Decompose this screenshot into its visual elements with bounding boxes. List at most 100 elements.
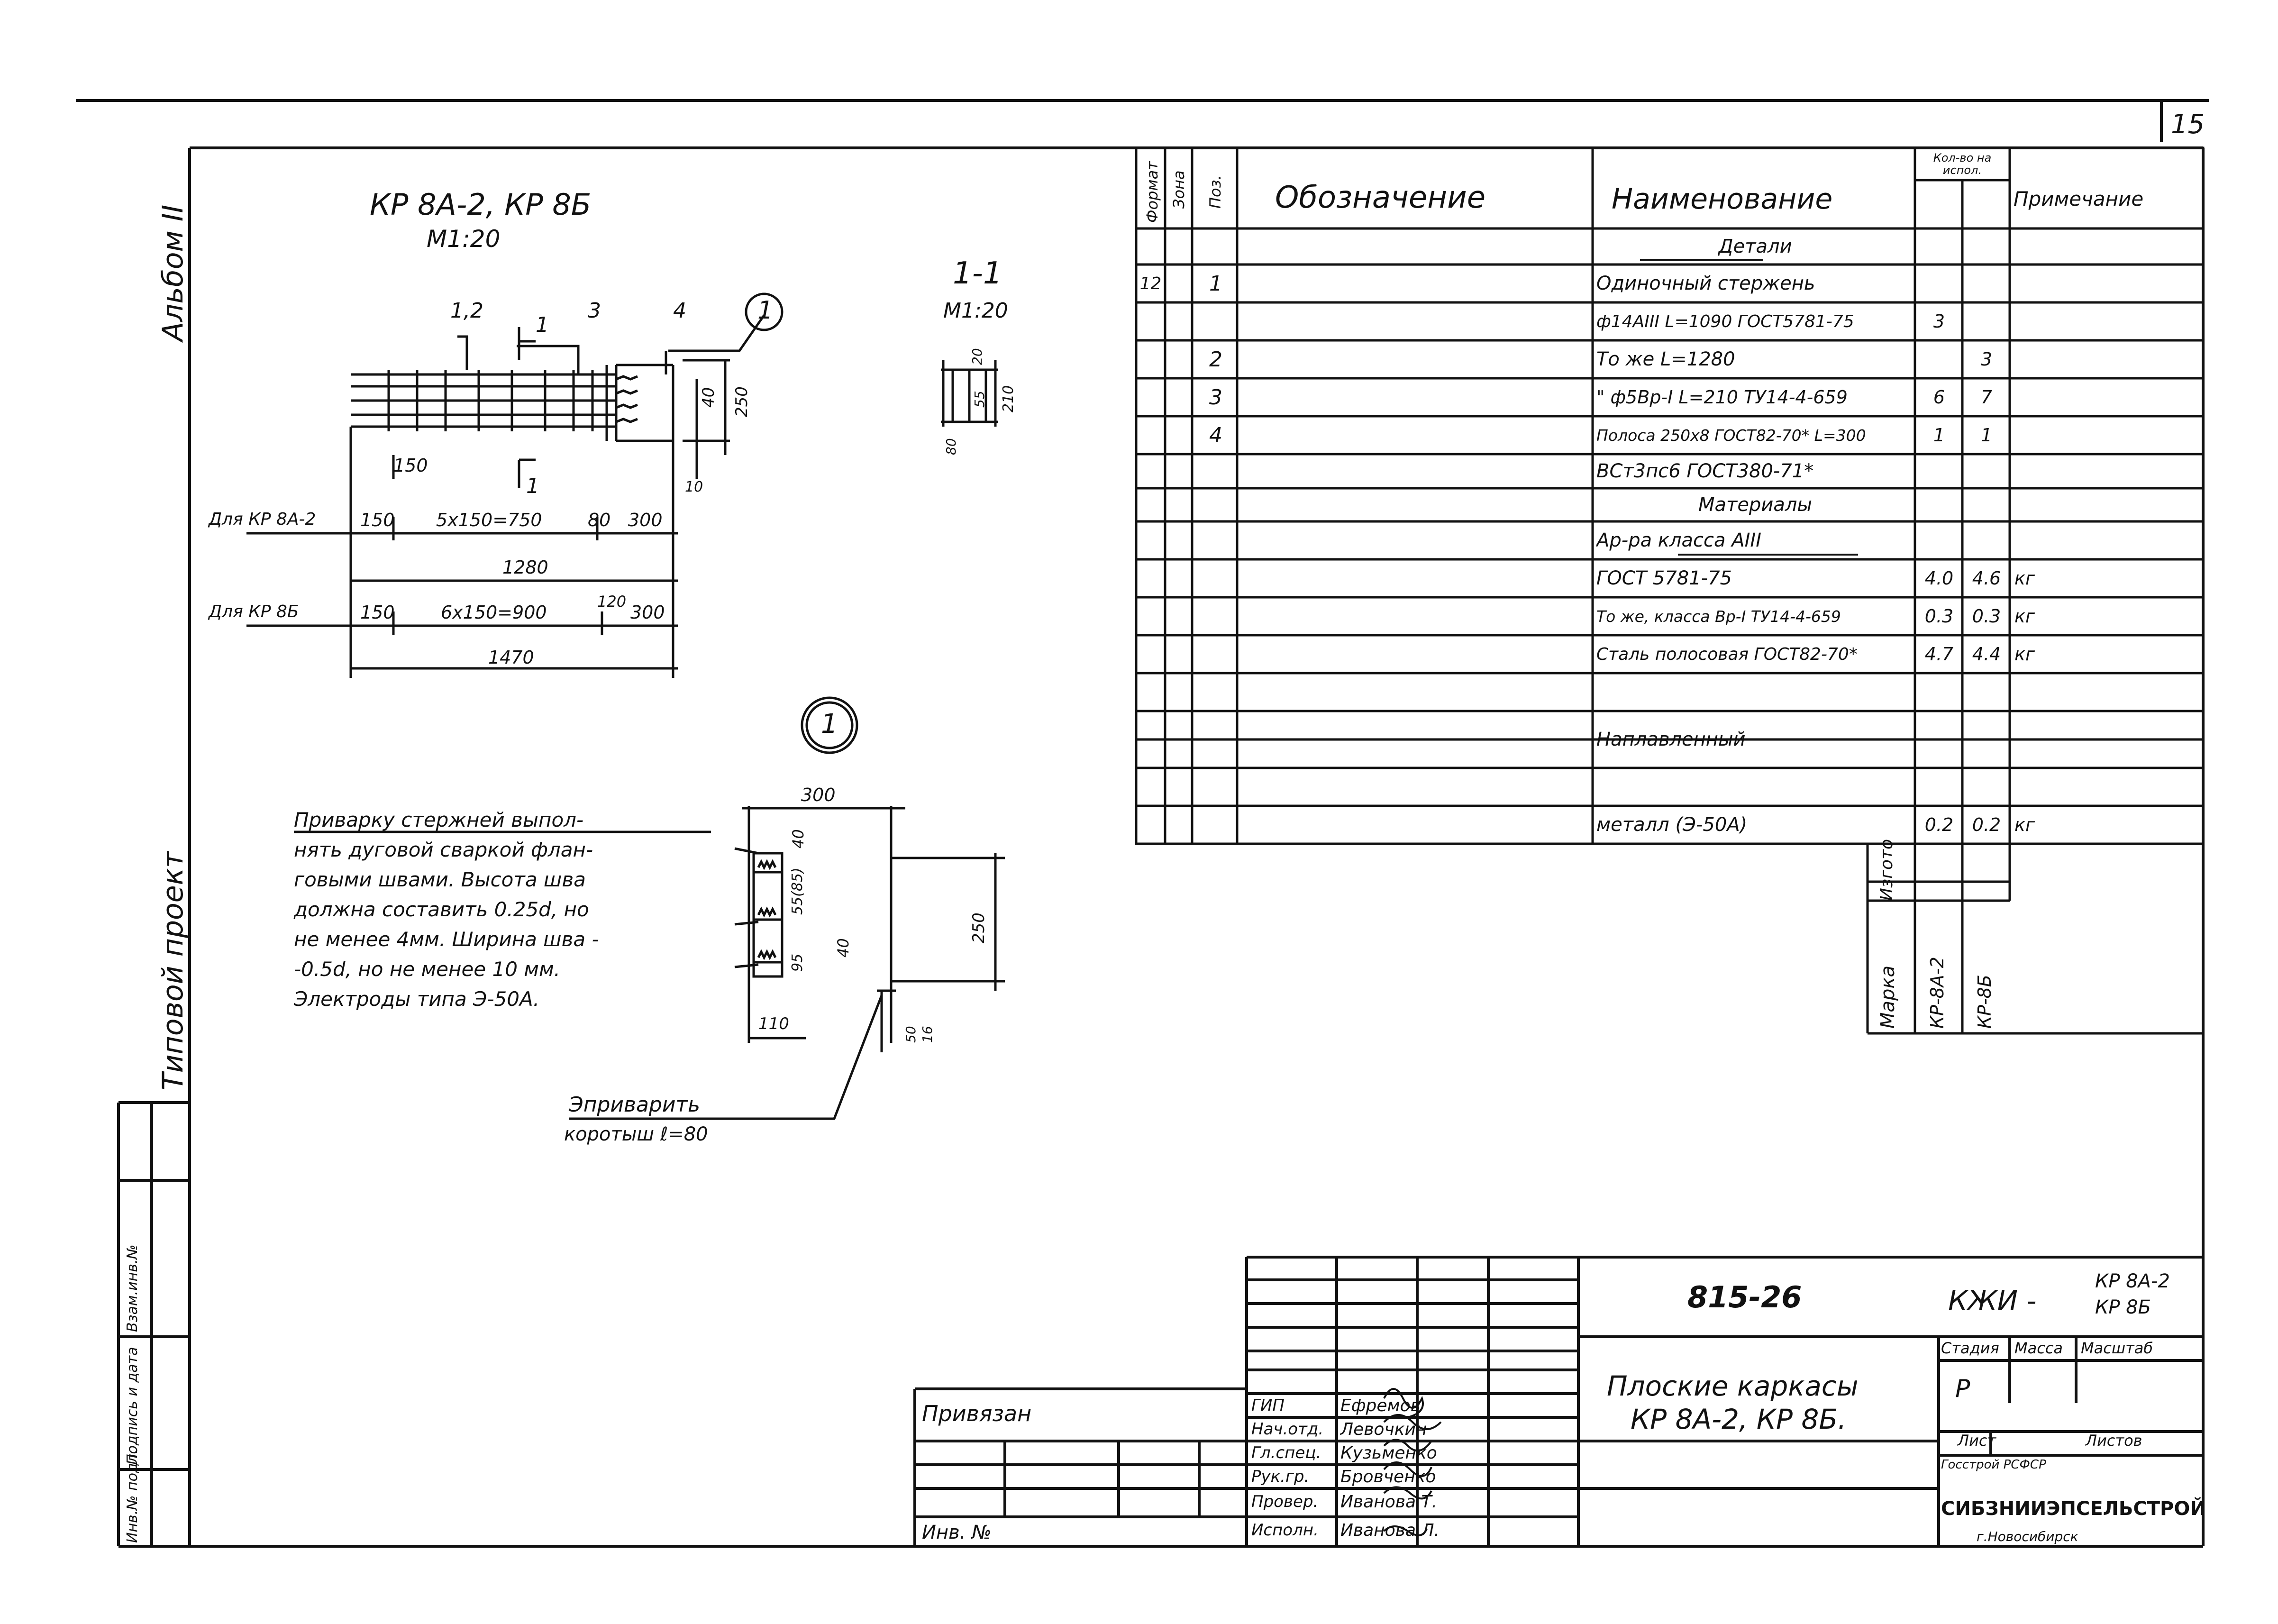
spec-cell-format — [1138, 228, 1164, 265]
org-top: Госстрой РСФСР — [1941, 1458, 2046, 1472]
weld-note-line-7: Электроды типа Э-50А. — [294, 987, 540, 1011]
section-title: 1-1 — [953, 256, 1002, 291]
spec-cell-name — [1596, 673, 1914, 711]
doc-mark-sub-1: КР 8А-2 — [2095, 1270, 2170, 1292]
section-dim-c: 210 — [1000, 385, 1017, 412]
strip-replace-label: Взам.инв.№ — [124, 1244, 141, 1332]
org-city: г.Новосибирск — [1977, 1529, 2078, 1544]
spec-cell-format — [1138, 597, 1164, 635]
spec-cell-qty-2: 1 — [1980, 425, 1993, 446]
row-a-d1: 150 — [360, 510, 395, 530]
spec-cell-name: ВСт3пс6 ГОСТ380-71* — [1596, 460, 1814, 482]
detail-dim-85: 55(85) — [789, 867, 806, 915]
weld-note-line-4: должна составить 0.25d, но — [294, 898, 589, 921]
spec-cell-pos: 1 — [1209, 271, 1222, 296]
spec-cell-qty-1: 4.7 — [1924, 644, 1954, 665]
spec-header-zone: Зона — [1170, 170, 1188, 209]
sheets-label: Листов — [2086, 1432, 2142, 1450]
spec-cell-qty-1 — [1917, 488, 1961, 521]
section-dim-b: 55 — [972, 391, 987, 408]
marka-kr8a2: КР-8А-2 — [1927, 957, 1948, 1029]
spec-cell-note — [2014, 673, 2199, 711]
spec-cell-note: кг — [2014, 814, 2035, 835]
spec-cell-qty-2 — [1964, 488, 2009, 521]
weld-note-line-3: говыми швами. Высота шва — [294, 868, 586, 891]
spec-cell-format — [1138, 559, 1164, 597]
spec-cell-qty-1: 3 — [1933, 311, 1945, 332]
drawing-title: КР 8А-2, КР 8Б — [370, 187, 592, 222]
row-b-total: 1470 — [488, 647, 534, 668]
spec-cell-qty-2: 7 — [1980, 387, 1993, 408]
spec-cell-qty-2 — [1964, 521, 2009, 559]
section-scale: М1:20 — [943, 299, 1008, 323]
row-a-total: 1280 — [502, 557, 548, 578]
spec-cell-qty-1 — [1917, 454, 1961, 488]
drawing-scale: М1:20 — [427, 225, 501, 253]
spec-cell-note — [2014, 302, 2199, 340]
role-1: Нач.отд. — [1251, 1420, 1324, 1439]
spec-cell-note — [2014, 521, 2199, 559]
marka-label: Марка — [1877, 965, 1899, 1029]
detail-circle-label: 1 — [821, 709, 838, 739]
mass-label: Масса — [2014, 1339, 2063, 1357]
weld-callout-line-2: коротыш ℓ=80 — [564, 1123, 708, 1145]
dim-150: 150 — [393, 455, 428, 476]
spec-cell-qty-1: 0.2 — [1924, 814, 1954, 835]
spec-header-format: Формат — [1143, 161, 1161, 223]
row-b-d4: 300 — [630, 602, 665, 623]
spec-cell-pos — [1197, 597, 1235, 635]
spec-cell-name: Одиночный стержень — [1596, 273, 1815, 294]
spec-cell-qty-1: 6 — [1933, 387, 1945, 408]
stage-value: Р — [1955, 1375, 1970, 1403]
spec-cell-pos — [1197, 673, 1235, 711]
spec-cell-format — [1138, 488, 1164, 521]
spec-cell-note — [2014, 488, 2199, 521]
weld-callout-line-1: Эприварить — [569, 1093, 700, 1117]
spec-cell-pos: 2 — [1209, 347, 1222, 372]
privyazan-label: Привязан — [922, 1401, 1032, 1426]
spec-cell-qty-1: 1 — [1933, 425, 1945, 446]
row-a-d2: 5х150=750 — [436, 510, 542, 530]
album-label: Альбом II — [156, 204, 190, 341]
spec-cell-qty-2: 0.2 — [1972, 814, 2001, 835]
doc-title-line-1: Плоские каркасы — [1607, 1370, 1859, 1402]
detail-dim-95: 95 — [789, 953, 806, 972]
marka-kr8b: КР-8Б — [1974, 975, 1995, 1029]
spec-cell-pos — [1197, 806, 1235, 844]
spec-cell-qty-2 — [1964, 228, 2009, 265]
person-1: Левочкин — [1340, 1420, 1427, 1439]
spec-cell-format — [1138, 806, 1164, 844]
spec-cell-pos — [1197, 228, 1235, 265]
weld-note-line-2: нять дуговой сваркой флан- — [294, 838, 593, 861]
doc-mark-sub-2: КР 8Б — [2095, 1296, 2151, 1318]
spec-cell-qty-1 — [1917, 711, 1961, 768]
strip-sign-label: Подпись и дата — [124, 1347, 141, 1465]
detail-dim-110: 110 — [758, 1014, 789, 1033]
spec-cell-qty-2: 4.6 — [1972, 568, 2001, 589]
spec-cell-note: кг — [2014, 644, 2035, 665]
row-b-label: Для КР 8Б — [209, 602, 299, 621]
person-3: Бровченко — [1340, 1467, 1436, 1487]
spec-cell-name: То же, класса Вр-I ТУ14-4-659 — [1596, 607, 1841, 626]
spec-cell-name: ф14АIII L=1090 ГОСТ5781-75 — [1596, 311, 1854, 331]
spec-cell-format — [1138, 711, 1164, 768]
row-a-d4: 300 — [628, 510, 663, 530]
spec-cell-name: Наплавленный — [1596, 729, 1746, 750]
spec-cell-qty-2: 3 — [1980, 349, 1993, 370]
weld-note-line-5: не менее 4мм. Ширина шва - — [294, 928, 599, 951]
callout-pos-1-2: 1,2 — [450, 299, 483, 323]
spec-cell-format — [1138, 521, 1164, 559]
callout-pos-3: 3 — [588, 299, 601, 323]
spec-cell-qty-1 — [1917, 673, 1961, 711]
spec-cell-qty-2: 4.4 — [1972, 644, 2001, 665]
spec-header-designation: Обозначение — [1275, 180, 1486, 215]
section-dim-d: 80 — [943, 438, 959, 455]
role-3: Рук.гр. — [1251, 1467, 1310, 1486]
spec-cell-qty-2 — [1964, 673, 2009, 711]
row-b-d3: 120 — [597, 593, 627, 611]
spec-cell-name: металл (Э-50А) — [1596, 814, 1748, 836]
spec-cell-format — [1138, 340, 1164, 378]
spec-cell-pos — [1197, 635, 1235, 673]
project-type-label: Типовой проект — [156, 851, 190, 1090]
person-0: Ефремов — [1340, 1396, 1421, 1415]
